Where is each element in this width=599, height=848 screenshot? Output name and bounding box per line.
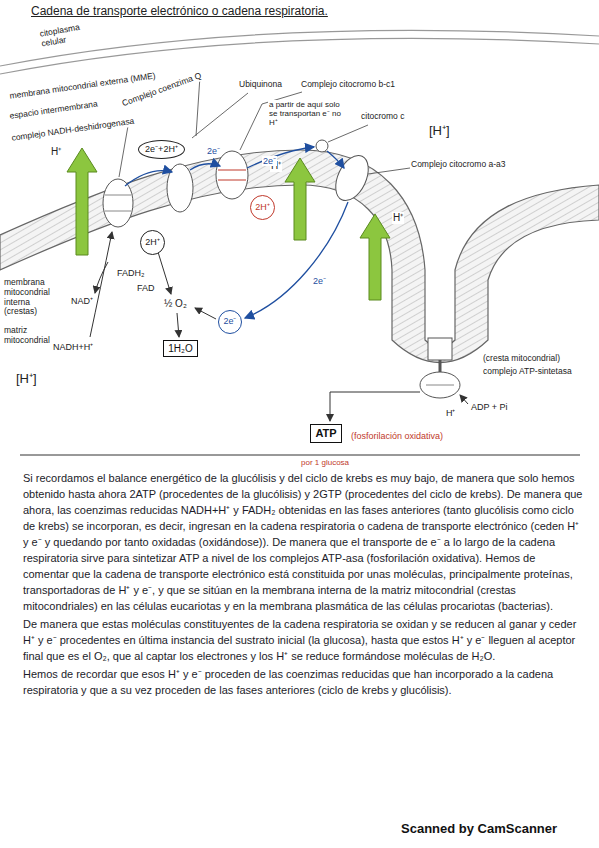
region-label: citoplasma celular [38, 19, 104, 49]
molecule-label: NADH+H⁺ [52, 342, 94, 352]
leader-line [192, 93, 248, 138]
note: a partir de aquí solo se transportan e⁻ … [268, 100, 346, 128]
part-label: Ubiquinona [238, 80, 283, 90]
proton-circle: 2H⁺ [140, 230, 165, 255]
electron-path [190, 164, 220, 170]
electron-label: 2e⁻ [206, 146, 221, 156]
reaction-arrow [90, 232, 112, 337]
node-text: 2e⁻ [223, 317, 236, 327]
atp-synthase-stalk [439, 360, 442, 372]
proton-label: H⁺ [392, 212, 404, 224]
part-label: complejo ATP-sintetasa [482, 367, 573, 377]
electron-label: 2e⁻ [312, 276, 327, 286]
product-box: ATP [310, 424, 342, 443]
reaction-arrow [195, 308, 216, 319]
inner-membrane [0, 150, 599, 363]
outer-membrane [0, 38, 599, 74]
part-label: (cresta mitocondrial) [482, 354, 561, 364]
molecule-label: ADP + Pi [470, 402, 509, 412]
electron-label: 2e⁻ [262, 156, 277, 166]
node-text: ATP [315, 427, 336, 439]
part-label: citocromo c [360, 112, 405, 122]
complex-band [218, 170, 246, 171]
electron-path [327, 151, 344, 168]
molecule-label: ½ O₂ [163, 298, 188, 310]
paragraph: Hemos de recordar que esos H⁺ y e⁻ proce… [22, 666, 584, 698]
complex-band [218, 180, 246, 181]
proton-circle: 2H⁺ [250, 195, 275, 220]
product-box: 1H₂O [163, 340, 198, 357]
proton-arrow [285, 158, 315, 240]
reaction-arrow [460, 395, 468, 404]
node-text: 1H₂O [168, 343, 192, 354]
node-text: 2e⁻+2H⁺ [145, 145, 178, 155]
concentration-label: [H⁺] [15, 372, 38, 387]
atp-synthase-fo [428, 338, 452, 360]
note: por 1 glucosa [300, 458, 350, 467]
part-label: Complejo citocromo b-c1 [300, 80, 396, 90]
leader-line [196, 76, 200, 136]
leader-line [368, 168, 410, 174]
proton-label: H⁺ [445, 408, 457, 418]
complex-band [426, 385, 454, 386]
separator-rule [20, 455, 580, 456]
region-label: matriz mitocondrial [3, 326, 57, 346]
molecule-label: FADH₂ [116, 268, 146, 278]
bc1-complex [216, 151, 248, 199]
part-label: Complejo citocromo a-a3 [410, 160, 506, 170]
complex-band [105, 211, 131, 212]
leader-line [119, 126, 128, 177]
reaction-arrow [330, 392, 420, 421]
region-label: espacio intermembrana [8, 99, 99, 121]
process-label: (fosforilación oxidativa) [350, 431, 444, 441]
reaction-arrow [177, 313, 179, 337]
paragraph: De manera que estas moléculas constituye… [22, 616, 584, 664]
electron-circle: 2e⁻ [218, 310, 242, 334]
proton-label: H⁺ [50, 146, 62, 158]
reaction-arrow [95, 262, 108, 293]
proton-arrow [360, 214, 390, 300]
title: Cadena de transporte electrónico o caden… [30, 5, 329, 19]
molecule-label: FAD [136, 283, 156, 293]
atp-synthase-f1 [420, 372, 460, 398]
node-text: 2H⁺ [255, 203, 270, 213]
node-text: 2H⁺ [145, 238, 160, 248]
cytochrome-c [316, 140, 328, 152]
concentration-label: [H⁺] [428, 124, 451, 139]
reaction-arrow [158, 252, 171, 294]
part-label: membrana mitocondrial interna (crestas) [3, 278, 63, 317]
electron-path [125, 171, 172, 186]
nadh-complex [103, 179, 133, 227]
molecule-label: NAD⁺ [70, 296, 94, 306]
paragraph: Si recordamos el balance energético de l… [22, 470, 584, 614]
complex-band [105, 195, 131, 196]
carrier-circle: 2e⁻+2H⁺ [138, 140, 185, 159]
watermark: Scanned by CamScanner [400, 822, 558, 837]
part-label: complejo NADH-deshidrogenasa [10, 116, 136, 143]
proton-arrow [67, 148, 97, 255]
